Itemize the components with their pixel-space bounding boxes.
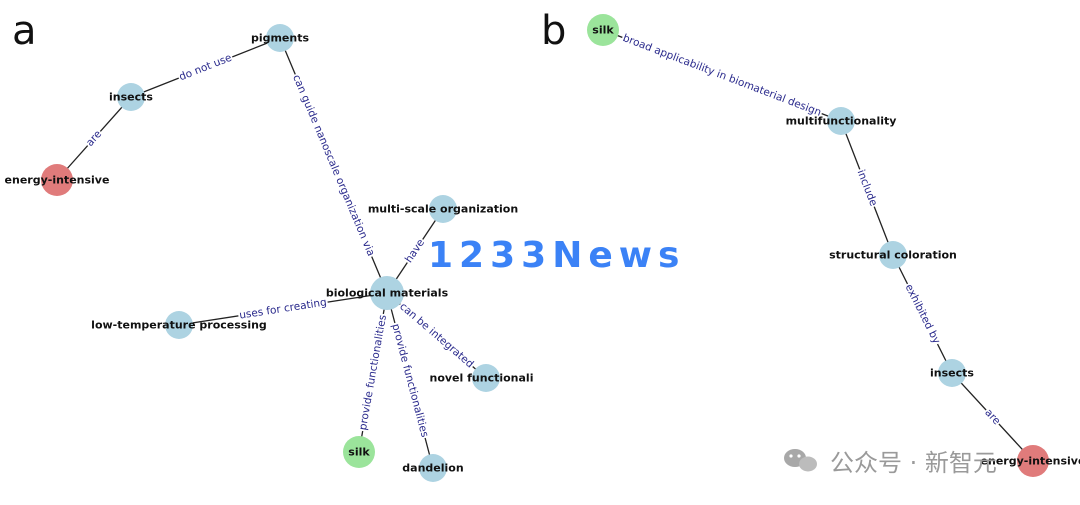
graph-a-edge-label-bg-4 <box>237 296 329 322</box>
graph-b-node-insects <box>938 359 966 387</box>
graph-a-edge-label-bg-0 <box>176 51 235 84</box>
graph-a-edge-label-bg-7 <box>389 321 431 440</box>
graph-a-edge-label-bg-3 <box>402 236 428 266</box>
graph-b-node-label-multifunc: multifunctionality <box>786 115 897 128</box>
graph-a-node-novel <box>472 364 500 392</box>
graph-a-node-label-pigments: pigments <box>251 32 310 45</box>
graph-a-edge-label-bg-2 <box>289 72 378 259</box>
graph-a-edge-label-bg-1 <box>83 127 105 150</box>
footer-text: 公众号 · 新智元 <box>830 449 997 477</box>
graph-b-node-label-energy: energy-intensive <box>981 455 1080 468</box>
graph-b-edge-label-0: broad applicability in biomaterial desig… <box>621 32 823 119</box>
wechat-icon <box>784 449 817 472</box>
graph-a-node-silk <box>343 436 375 468</box>
panel-a-label: a <box>12 8 37 54</box>
graph-b-edge-label-bg-0 <box>620 31 824 120</box>
watermark-text: 1233News <box>428 235 685 276</box>
graph-b-node-label-silk: silk <box>592 24 614 37</box>
graph-a-node-insects <box>117 83 145 111</box>
graph-a-node-label-dandelion: dandelion <box>402 462 463 475</box>
graph-b-edge-label-bg-3 <box>981 405 1004 429</box>
graph-a-node-multiscale <box>429 195 457 223</box>
graph-b-node-label-insects: insects <box>930 367 974 380</box>
graph-a-node-label-silk: silk <box>348 446 370 459</box>
footer-watermark: 公众号 · 新智元 <box>784 449 997 477</box>
graph-b-edge-label-bg-2 <box>902 281 943 347</box>
graph-a-edge-label-0: do not use <box>177 52 233 84</box>
graph-a-node-energy <box>41 164 73 196</box>
graph-a-node-label-biomat: biological materials <box>326 287 449 300</box>
panel-b-label: b <box>541 8 566 54</box>
graph-a-edge-label-bg-6 <box>356 312 390 433</box>
graph-b-node-multifunc <box>827 107 855 135</box>
graph-a-edge-label-2: can guide nanoscale organization via <box>290 73 377 258</box>
graph-a-node-label-insects: insects <box>109 91 153 104</box>
graph-a-edge-label-6: provide functionalities <box>357 314 389 431</box>
graph-b-edge-label-2: exhibited by <box>903 282 943 346</box>
graph-b-edge-label-1: include <box>855 168 880 208</box>
graph-b-node-label-structcolor: structural coloration <box>829 249 957 262</box>
graph-a-node-label-energy: energy-intensive <box>5 174 110 187</box>
graph-a-node-dandelion <box>419 454 447 482</box>
graph-a-node-label-novel: novel functionaliti <box>430 372 543 385</box>
graph-b-node-structcolor <box>879 241 907 269</box>
graph-b-node-energy <box>1017 445 1049 477</box>
graph-a-node-lowtemp <box>165 311 193 339</box>
graph-a-node-label-multiscale: multi-scale organization <box>368 203 518 216</box>
graph-a-node-pigments <box>266 24 294 52</box>
graph-b-node-silk <box>587 14 619 46</box>
graph-a-edge-label-7: provide functionalities <box>389 322 430 438</box>
graph-a-node-biomat <box>370 276 404 310</box>
graph-a-edge-label-bg-5 <box>396 299 477 372</box>
graph-a-node-label-lowtemp: low-temperature processing <box>91 319 267 332</box>
graph-b-edge-label-bg-1 <box>854 167 880 209</box>
